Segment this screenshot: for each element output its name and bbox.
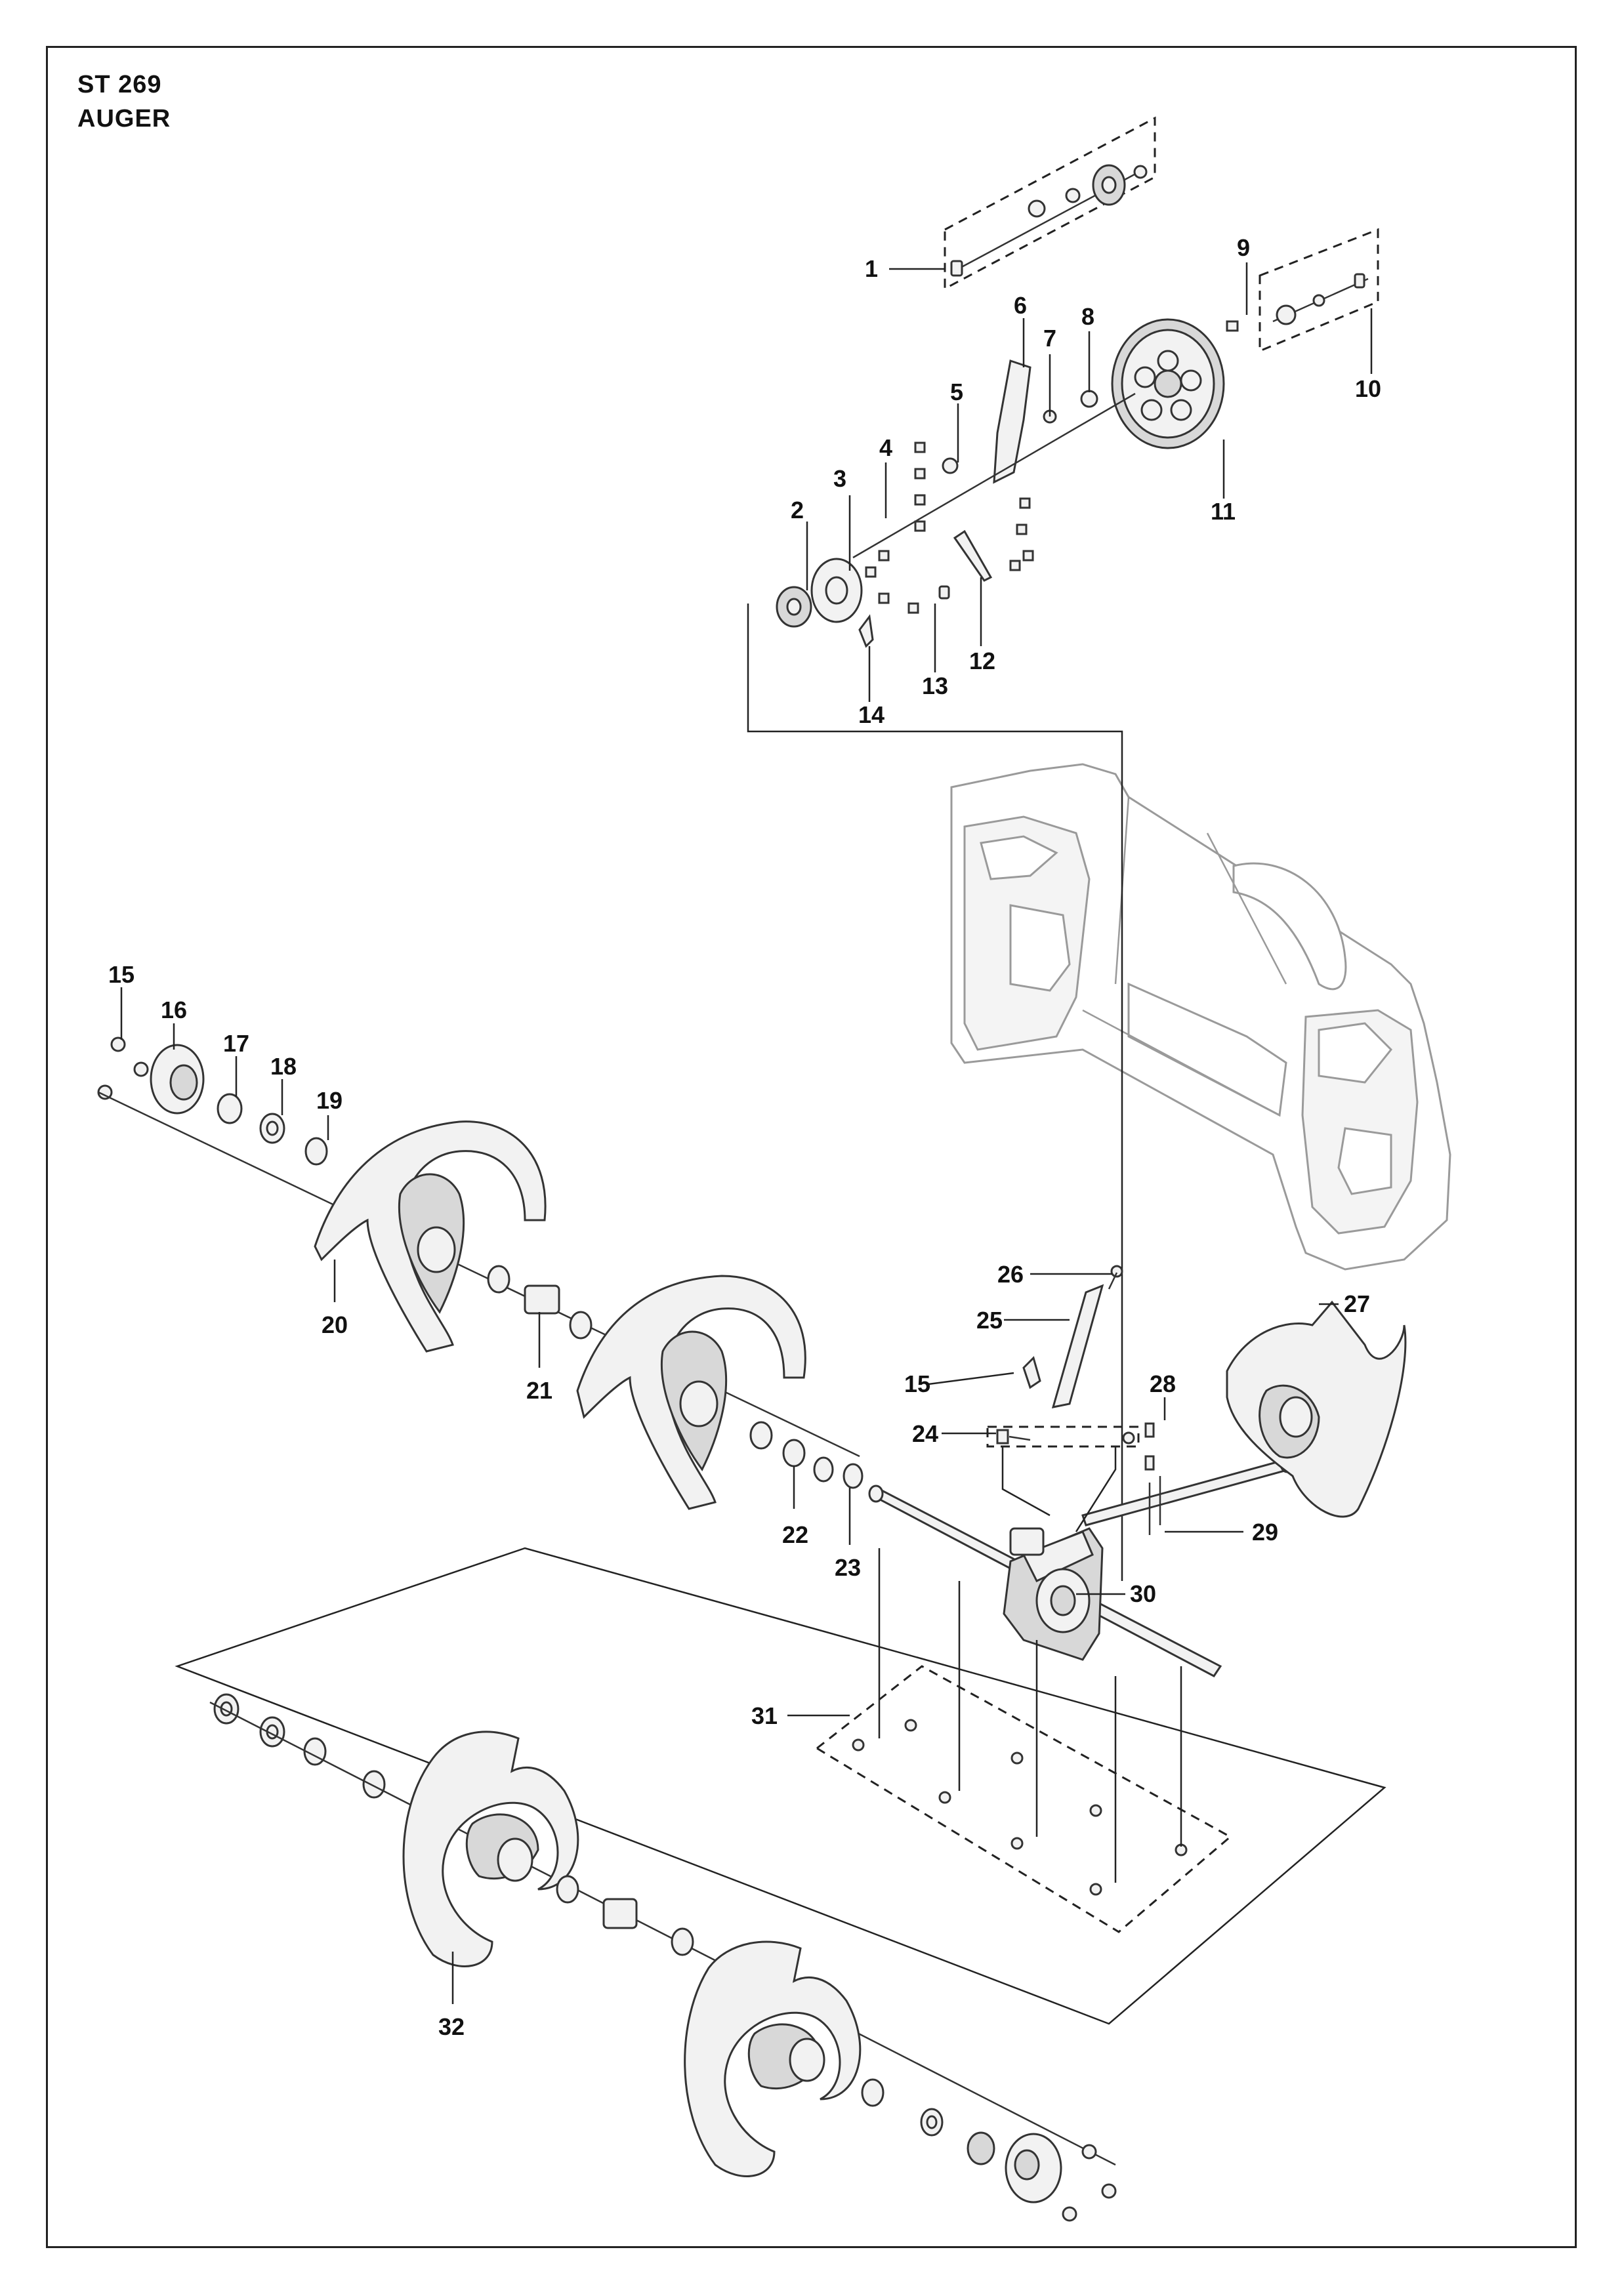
callout-10: 10 (1355, 375, 1381, 402)
auger-pulley (1111, 318, 1225, 449)
callout-20: 20 (322, 1311, 348, 1338)
callout-16: 16 (161, 996, 187, 1023)
callout-4: 4 (879, 434, 892, 461)
callout-8: 8 (1081, 303, 1094, 330)
right-auger-kit-frame (175, 1547, 1386, 2025)
left-auger-spacers (487, 1265, 593, 1340)
drawing-frame (46, 46, 1577, 2248)
bearing-flange-assembly (776, 529, 993, 648)
pulley-bolt-kit (1226, 228, 1379, 353)
section-title: AUGER (77, 105, 171, 133)
model-title: ST 269 (77, 71, 162, 98)
callout-18: 18 (270, 1053, 297, 1080)
callout-24: 24 (912, 1420, 938, 1447)
callout-23: 23 (835, 1554, 861, 1581)
left-auger-flight-outer (314, 1120, 547, 1353)
gearbox-hardware (986, 1265, 1161, 1535)
belt-guide-bracket (852, 359, 1136, 559)
callout-14: 14 (858, 701, 885, 728)
right-auger-hub-parts (861, 2078, 1117, 2222)
idler-pulley-kit (944, 116, 1156, 291)
callout-labels: 1 2 3 4 5 6 7 8 9 10 11 12 13 14 15 16 1… (108, 234, 1381, 2040)
callout-26: 26 (997, 1261, 1024, 1288)
right-auger-spacers (556, 1875, 694, 1956)
callout-6: 6 (1014, 292, 1027, 319)
callout-12: 12 (969, 647, 995, 674)
callout-30: 30 (1130, 1580, 1156, 1607)
callout-9: 9 (1237, 234, 1250, 261)
left-auger-hub-parts (97, 1036, 860, 1458)
callout-28: 28 (1150, 1370, 1176, 1397)
hardware-nuts (865, 441, 1034, 614)
callout-1: 1 (865, 255, 878, 282)
right-auger-flight-inner (684, 1940, 862, 2177)
callout-2: 2 (791, 497, 804, 523)
shear-bolt-kit (815, 1548, 1232, 1933)
callout-15b: 15 (904, 1370, 930, 1397)
left-auger-bushings (749, 1421, 864, 1489)
right-auger-washers (209, 1693, 1116, 2166)
blower-housing (950, 763, 1451, 1271)
callout-17: 17 (223, 1030, 249, 1057)
callout-29: 29 (1252, 1519, 1278, 1546)
callout-11: 11 (1211, 498, 1236, 525)
callout-22: 22 (782, 1521, 808, 1548)
callout-5: 5 (950, 379, 963, 405)
left-auger-flight-inner (576, 1275, 806, 1510)
gearbox (1003, 1527, 1104, 1661)
leader-lines (120, 262, 1373, 2004)
callout-19: 19 (316, 1087, 343, 1114)
callout-32: 32 (438, 2013, 465, 2040)
callout-13: 13 (922, 672, 948, 699)
callout-7: 7 (1043, 325, 1056, 352)
callout-3: 3 (833, 465, 846, 492)
callout-21: 21 (526, 1377, 552, 1404)
right-auger-flight-outer (402, 1731, 579, 1967)
assembly-connector-line (747, 604, 1123, 1581)
callout-15: 15 (108, 961, 135, 988)
impeller (1226, 1300, 1407, 1518)
callout-31: 31 (751, 1702, 778, 1729)
callout-27: 27 (1344, 1290, 1370, 1317)
callout-25: 25 (976, 1307, 1003, 1334)
